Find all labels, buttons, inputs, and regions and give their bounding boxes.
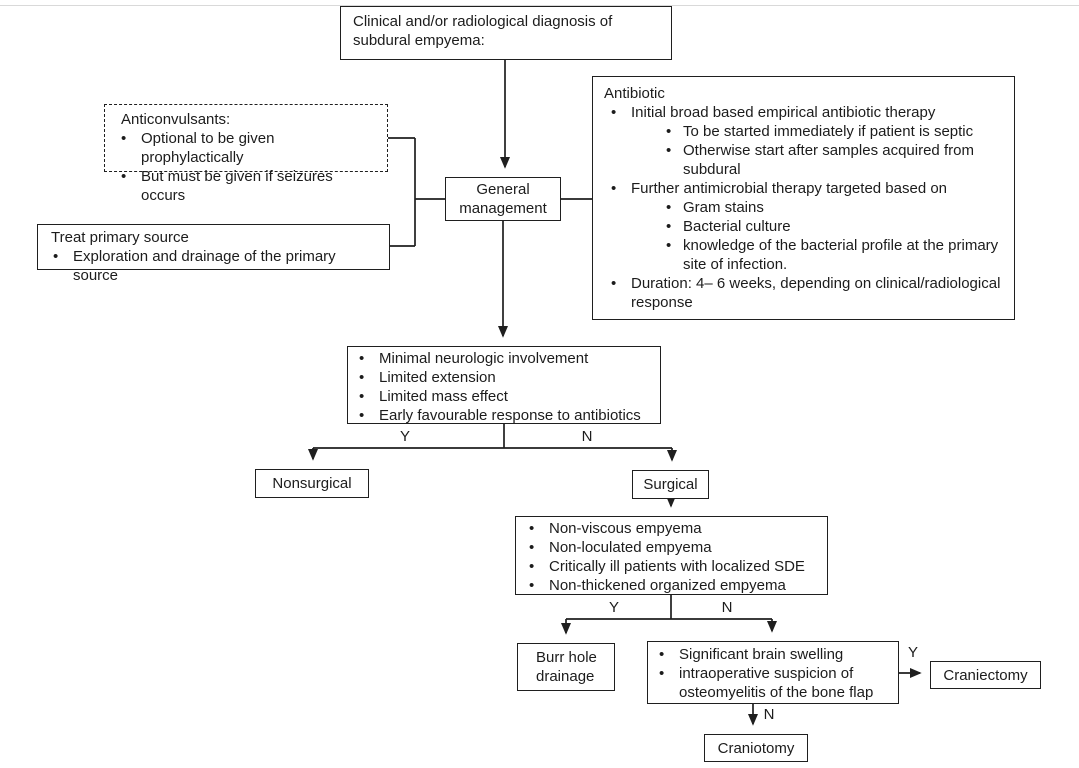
branch-label-swelling-yes: Y [904,645,922,661]
bullet-item: Duration: 4– 6 weeks, depending on clini… [602,274,1004,312]
treat-primary-source-node: Treat primary source Exploration and dra… [37,224,390,284]
nonsurgical-text: Nonsurgical [272,475,352,492]
diagnosis-node: Clinical and/or radiological diagnosis o… [340,6,672,60]
antibiotic-title: Antibiotic [604,85,665,102]
craniotomy-node: Craniotomy [704,734,808,762]
bullet-item: Significant brain swelling [650,645,892,664]
bullet-item: knowledge of the bacterial profile at th… [602,236,1004,274]
conservative-criteria-node: Minimal neurologic involvement Limited e… [347,346,661,425]
craniotomy-text: Craniotomy [717,739,795,757]
branch-label-swelling-no: N [760,707,778,723]
bullet-item: Limited mass effect [350,387,652,406]
swelling-criteria-node: Significant brain swelling intraoperativ… [647,641,899,704]
bullet-item: Critically ill patients with localized S… [520,557,819,576]
bullet-item: Non-thickened organized empyema [520,576,819,595]
surgical-node: Surgical [632,470,709,499]
bullet-item: Initial broad based empirical antibiotic… [602,103,1004,122]
branch-label-criteria-no: N [578,429,596,445]
bullet-item: Early favourable response to antibiotics [350,406,652,425]
anticonvulsants-node: Anticonvulsants: Optional to be given pr… [104,104,388,204]
bullet-item: Exploration and drainage of the primary … [44,247,379,285]
general-management-node: General management [445,177,561,221]
nonsurgical-node: Nonsurgical [255,469,369,498]
surgical-criteria-node: Non-viscous empyema Non-loculated empyem… [515,516,828,595]
antibiotic-node: Antibiotic Initial broad based empirical… [592,76,1015,320]
burr-hole-drainage-text: Burr hole drainage [536,649,597,685]
bullet-item: Non-viscous empyema [520,519,819,538]
bullet-item: Optional to be given prophylactically [112,129,377,167]
branch-label-surgical-no: N [718,600,736,616]
bullet-item: Gram stains [602,198,1004,217]
diagnosis-text: Clinical and/or radiological diagnosis o… [353,13,613,49]
bullet-item: To be started immediately if patient is … [602,122,1004,141]
burr-hole-drainage-node: Burr hole drainage [517,643,615,691]
treat-primary-title: Treat primary source [51,229,189,246]
general-management-text: General management [459,181,547,217]
bullet-item: Otherwise start after samples acquired f… [602,141,1004,179]
bullet-item: Limited extension [350,368,652,387]
surgical-text: Surgical [643,476,698,493]
branch-label-surgical-yes: Y [605,600,623,616]
bullet-item: intraoperative suspicion of osteomyeliti… [650,664,892,702]
bullet-item: But must be given if seizures occurs [112,167,377,205]
bullet-item: Further antimicrobial therapy targeted b… [602,179,1004,198]
branch-label-criteria-yes: Y [396,429,414,445]
bullet-item: Bacterial culture [602,217,1004,236]
anticonvulsants-title: Anticonvulsants: [121,111,231,128]
craniectomy-text: Craniectomy [943,666,1028,684]
bullet-item: Minimal neurologic involvement [350,349,652,368]
page-top-rule [0,5,1079,6]
craniectomy-node: Craniectomy [930,661,1041,689]
bullet-item: Non-loculated empyema [520,538,819,557]
